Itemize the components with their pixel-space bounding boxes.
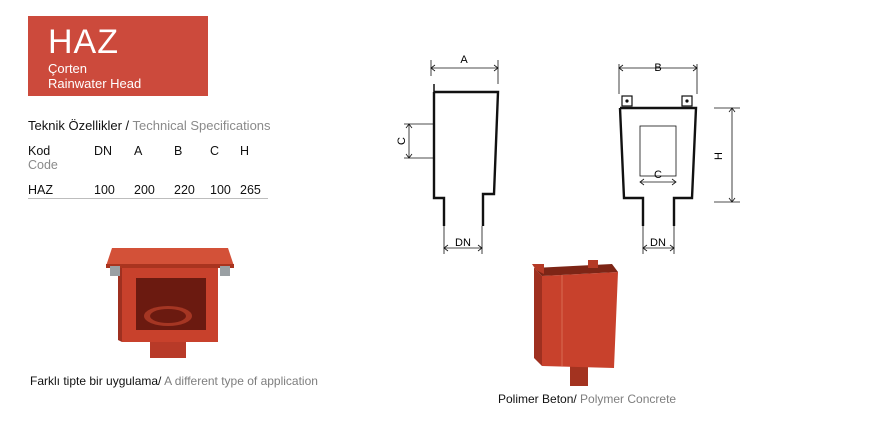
- col-code-label: Code: [28, 158, 58, 172]
- spec-heading: Teknik Özellikler / Technical Specificat…: [28, 118, 271, 133]
- front-view-diagram: B C H DN: [618, 62, 740, 254]
- dim-h: H: [713, 152, 725, 160]
- col-a: A: [134, 144, 143, 158]
- caption-left-en: A different type of application: [164, 374, 318, 388]
- col-kod-label: Kod: [28, 144, 51, 158]
- side-view-diagram: A C DN: [396, 54, 500, 254]
- col-c: C: [210, 144, 220, 158]
- material-label: Çorten: [48, 61, 88, 76]
- spec-heading-tr: Teknik Özellikler /: [28, 118, 133, 133]
- dim-c-side: C: [396, 137, 408, 145]
- caption-left: Farklı tipte bir uygulama/ A different t…: [30, 374, 318, 388]
- product-label: Rainwater Head: [48, 76, 142, 91]
- col-h: H: [240, 144, 250, 158]
- col-b: B: [174, 144, 183, 158]
- caption-right-en: Polymer Concrete: [580, 392, 677, 406]
- dim-a: A: [460, 54, 468, 66]
- cell-h: 265: [240, 183, 261, 197]
- cell-kod: HAZ: [28, 183, 53, 197]
- col-dn: DN: [94, 144, 113, 158]
- spec-data-row: HAZ 100 200 220 100 265: [28, 172, 268, 198]
- product-subtitle: Çorten Rainwater Head: [48, 61, 141, 91]
- spec-heading-en: Technical Specifications: [132, 118, 271, 133]
- caption-left-tr: Farklı tipte bir uygulama/: [30, 374, 165, 388]
- model-title: HAZ: [48, 23, 119, 61]
- cell-dn: 100: [94, 183, 115, 197]
- product-photo-closed: [532, 260, 618, 386]
- cell-c: 100: [210, 183, 231, 197]
- product-photo-open: [106, 248, 234, 358]
- dim-c-front: C: [654, 169, 662, 181]
- title-box: HAZ Çorten Rainwater Head: [28, 16, 208, 96]
- cell-b: 220: [174, 183, 195, 197]
- dim-dn-front: DN: [650, 237, 666, 249]
- caption-right: Polimer Beton/ Polymer Concrete: [498, 392, 676, 406]
- spec-header-row: Kod Code DN A B C H: [28, 144, 268, 172]
- spec-table: Kod Code DN A B C H HAZ 100 200 220 100 …: [28, 144, 268, 198]
- spec-divider: [28, 198, 268, 199]
- dim-dn-side: DN: [455, 237, 471, 249]
- col-kod: Kod Code: [28, 144, 94, 172]
- cell-a: 200: [134, 183, 155, 197]
- caption-right-tr: Polimer Beton/: [498, 392, 581, 406]
- dim-b: B: [654, 62, 661, 74]
